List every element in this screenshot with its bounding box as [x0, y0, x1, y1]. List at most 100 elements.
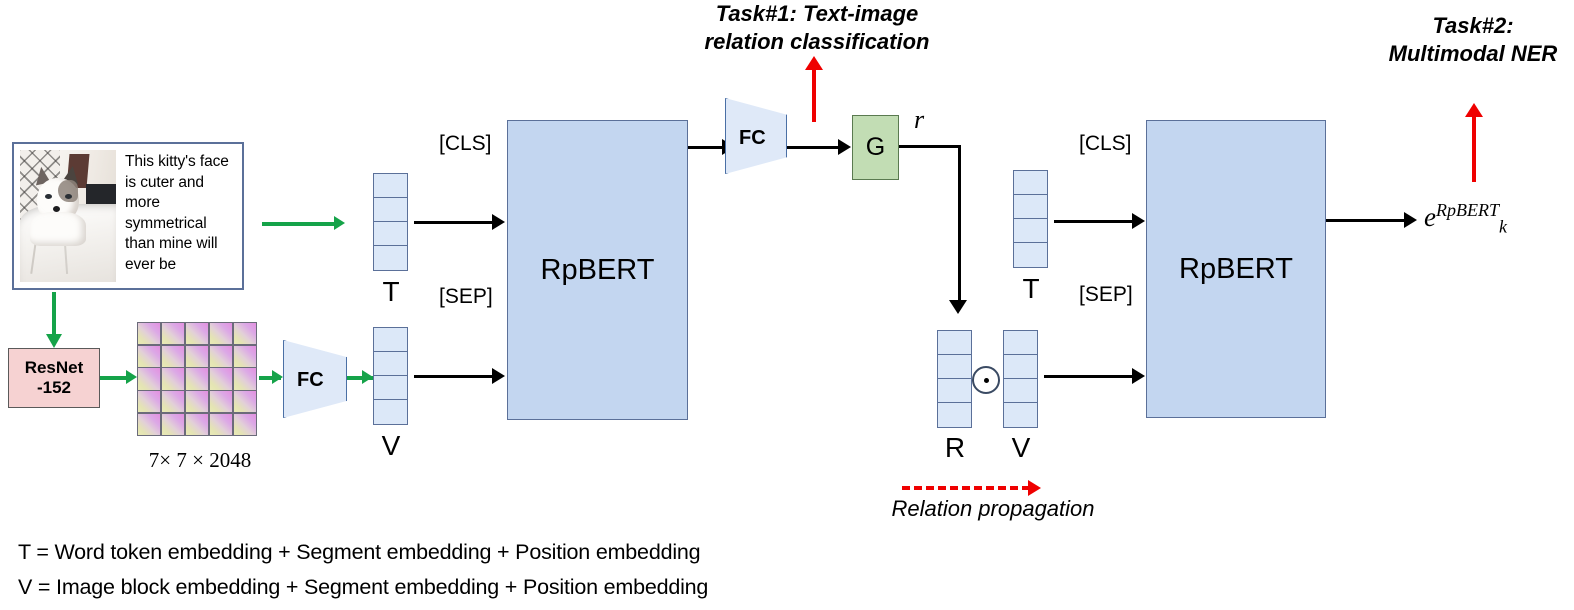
arrow-head-image-to-resnet — [46, 334, 62, 348]
token-column-t-left — [373, 173, 408, 271]
token-cell — [1004, 403, 1037, 427]
token-cell — [1014, 243, 1047, 267]
feature-grid-cell — [233, 345, 256, 367]
feature-grid-cell — [138, 391, 161, 413]
token-cell — [1014, 171, 1047, 195]
feature-grid-cell — [185, 368, 209, 390]
task2-line1: Task#2: — [1432, 13, 1514, 38]
token-cell — [374, 400, 407, 424]
token-cell — [1004, 355, 1037, 379]
output-embedding-base: e — [1424, 202, 1436, 232]
token-cell — [374, 376, 407, 400]
token-cell — [1004, 331, 1037, 355]
relation-propagation-label: Relation propagation — [891, 496, 1095, 521]
label-cls-right: [CLS] — [1079, 132, 1132, 155]
token-cell — [938, 355, 971, 379]
rpbert-encoder-left: RpBERT — [507, 120, 688, 420]
arrow-head-fc-to-v — [362, 370, 373, 384]
hadamard-product-icon — [972, 366, 1000, 394]
output-embedding-subscript: k — [1498, 216, 1507, 237]
arrow-line-fc-to-gate — [787, 146, 845, 149]
arrow-line-text-to-t — [262, 222, 334, 226]
arrow-line-resnet-to-grid — [100, 376, 128, 380]
text-image-input-card: This kitty's face is cuter and more symm… — [12, 142, 244, 290]
feature-grid-cell — [209, 323, 233, 345]
legend-line-t: T = Word token embedding + Segment embed… — [18, 540, 701, 564]
cat-eye-right — [65, 194, 72, 199]
feature-grid-cell — [233, 323, 256, 345]
label-sep-left: [SEP] — [439, 285, 493, 308]
token-cell — [374, 352, 407, 376]
token-column-t-right — [1013, 170, 1048, 268]
token-cell — [1004, 379, 1037, 403]
token-cell — [1014, 219, 1047, 243]
relation-r-label: r — [914, 105, 925, 134]
feature-grid-cell — [161, 391, 185, 413]
feature-grid-cell — [138, 368, 161, 390]
arrow-head-t-to-rpbert2 — [1132, 213, 1145, 229]
arrow-head-resnet-to-grid — [126, 370, 137, 384]
arrow-head-text-to-t — [334, 216, 345, 230]
label-v-mid: V — [1011, 432, 1031, 463]
task1-line1: Task#1: Text-image — [715, 1, 919, 26]
arrow-head-t-to-rpbert1 — [492, 214, 505, 230]
feature-grid-cell — [161, 413, 185, 435]
arrow-head-rpbert2-output — [1404, 212, 1417, 228]
cat-photo-image — [20, 150, 116, 282]
relation-line-vertical — [958, 145, 961, 301]
fc-left-label: FC — [297, 369, 324, 391]
arrow-head-task2 — [1465, 103, 1483, 117]
label-r-column: R — [944, 432, 966, 463]
arrow-line-fc-to-v — [347, 376, 373, 380]
fc-top-label: FC — [739, 127, 766, 149]
resnet-152-box: ResNet -152 — [8, 348, 100, 408]
feature-grid-cell — [161, 323, 185, 345]
arrow-line-task1 — [812, 70, 816, 122]
feature-grid-cell — [185, 391, 209, 413]
feature-grid-cell — [209, 368, 233, 390]
feature-grid-cell — [138, 413, 161, 435]
cat-face-patch — [58, 180, 78, 202]
cat-nose — [53, 206, 60, 212]
odot-dot — [983, 377, 989, 383]
arrow-head-v-to-rpbert1 — [492, 368, 505, 384]
arrow-line-grid-to-fc — [259, 376, 281, 380]
feature-grid-cell — [209, 345, 233, 367]
feature-grid-cell — [161, 368, 185, 390]
resnet-label-line1: ResNet — [24, 358, 84, 377]
feature-grid-cell — [233, 368, 256, 390]
arrow-line-rpbert2-output — [1326, 219, 1408, 222]
resnet-label-line2: -152 — [36, 378, 72, 397]
feature-grid-cell — [161, 345, 185, 367]
relation-propagation-arrow-head — [1028, 480, 1041, 496]
task2-line2: Multimodal NER — [1388, 41, 1558, 66]
feature-grid-cell — [233, 413, 256, 435]
token-column-r — [937, 330, 972, 428]
feature-grid-cell — [233, 391, 256, 413]
arrow-line-task2 — [1472, 117, 1476, 182]
label-v-left: V — [381, 430, 401, 461]
output-embedding-superscript: RpBERT — [1435, 200, 1499, 220]
arrow-line-image-to-resnet — [52, 292, 56, 334]
legend-line-v: V = Image block embedding + Segment embe… — [18, 575, 709, 599]
image-feature-grid — [137, 322, 257, 436]
rpbert-right-label: RpBERT — [1179, 252, 1293, 285]
token-column-v-left — [373, 327, 408, 425]
arrow-line-t-to-rpbert2 — [1054, 220, 1134, 223]
arrow-head-task1 — [805, 56, 823, 70]
arrow-head-relation-down — [949, 300, 967, 314]
token-cell — [938, 403, 971, 427]
feature-grid-caption: 7× 7 × 2048 — [148, 448, 252, 472]
arrow-line-v-to-rpbert1 — [414, 375, 494, 378]
token-cell — [1014, 195, 1047, 219]
feature-grid-cell — [209, 391, 233, 413]
task2-label: Task#2: Multimodal NER — [1372, 12, 1574, 68]
token-cell — [938, 331, 971, 355]
arrow-line-rv-to-rpbert2 — [1044, 375, 1134, 378]
label-sep-right: [SEP] — [1079, 283, 1133, 306]
token-cell — [374, 328, 407, 352]
feature-grid-cell — [209, 413, 233, 435]
token-column-v-mid — [1003, 330, 1038, 428]
label-cls-left: [CLS] — [439, 132, 492, 155]
cat-eye-left — [45, 194, 52, 199]
